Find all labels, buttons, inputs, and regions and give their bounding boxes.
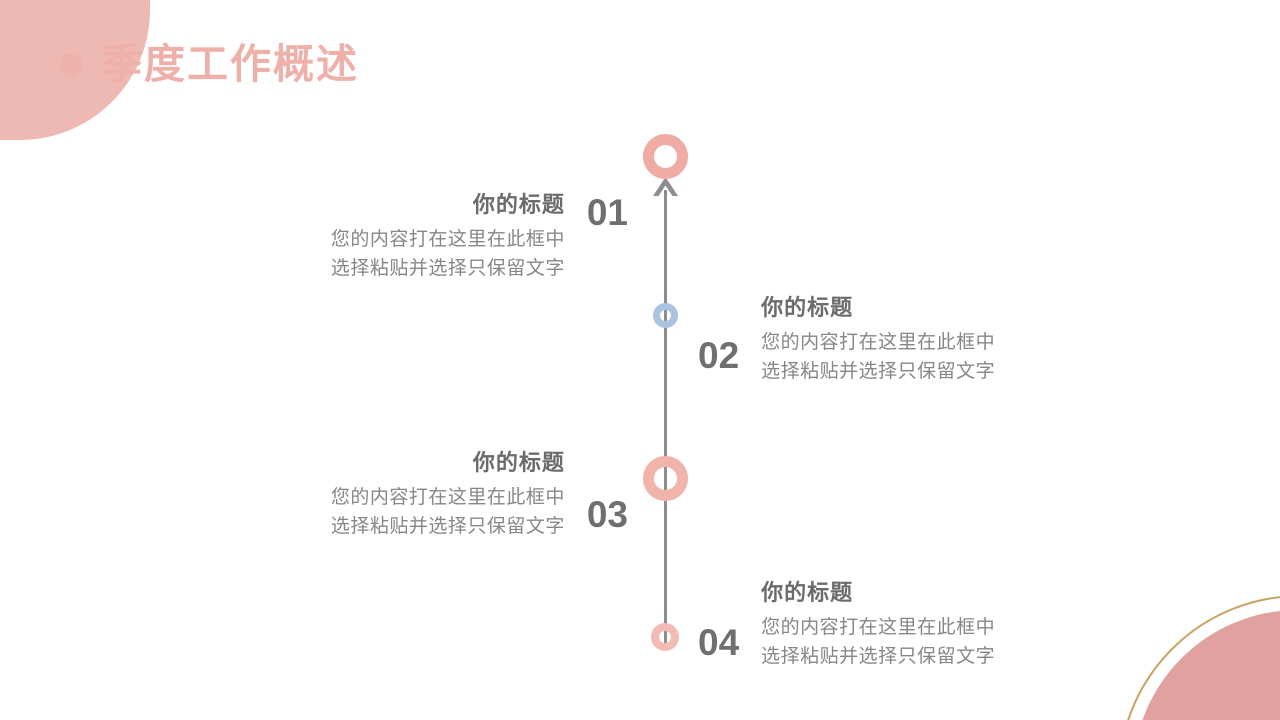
timeline-item-02-text: 你的标题 您的内容打在这里在此框中 选择粘贴并选择只保留文字 [761,293,995,387]
timeline-item-02-number: 02 [698,335,740,376]
timeline-axis-line [664,190,667,645]
timeline-item-01-text: 你的标题 您的内容打在这里在此框中 选择粘贴并选择只保留文字 [331,190,565,284]
timeline-marker-03 [643,456,688,501]
timeline-item-01-title: 你的标题 [472,192,565,217]
timeline-item-03-body: 您的内容打在这里在此框中 选择粘贴并选择只保留文字 [330,486,565,538]
bottom-right-circle-decoration [1133,610,1280,720]
circle-dot-icon [60,53,83,76]
timeline-marker-02 [653,303,678,328]
timeline-item-02-title: 你的标题 [761,295,854,320]
timeline-item-01-body: 您的内容打在这里在此框中 选择粘贴并选择只保留文字 [330,228,565,280]
timeline-item-02[interactable]: 02 你的标题 您的内容打在这里在此框中 选择粘贴并选择只保留文字 [698,293,995,387]
timeline-item-04[interactable]: 04 你的标题 您的内容打在这里在此框中 选择粘贴并选择只保留文字 [698,578,995,672]
page-title: 季度工作概述 [101,41,359,87]
timeline-item-03-text: 你的标题 您的内容打在这里在此框中 选择粘贴并选择只保留文字 [331,448,565,542]
timeline-item-01-number: 01 [586,192,628,233]
timeline-item-04-text: 你的标题 您的内容打在这里在此框中 选择粘贴并选择只保留文字 [761,578,995,672]
timeline-marker-01 [643,134,688,179]
timeline-item-04-number: 04 [698,622,740,663]
timeline-item-04-body: 您的内容打在这里在此框中 选择粘贴并选择只保留文字 [761,616,996,668]
timeline-item-01[interactable]: 你的标题 您的内容打在这里在此框中 选择粘贴并选择只保留文字 01 [288,190,628,284]
top-left-blob-tail-decoration [0,0,25,200]
timeline-item-03-title: 你的标题 [472,450,565,475]
timeline-item-02-body: 您的内容打在这里在此框中 选择粘贴并选择只保留文字 [761,331,996,383]
slide-header: 季度工作概述 [60,44,359,85]
timeline-arrow-up-icon [653,177,678,196]
timeline-item-03-number: 03 [586,494,628,535]
timeline-item-03[interactable]: 你的标题 您的内容打在这里在此框中 选择粘贴并选择只保留文字 03 [288,448,628,542]
timeline-item-04-title: 你的标题 [761,580,854,605]
timeline-marker-04 [651,623,679,651]
bottom-right-gold-arc-decoration [1118,595,1280,720]
